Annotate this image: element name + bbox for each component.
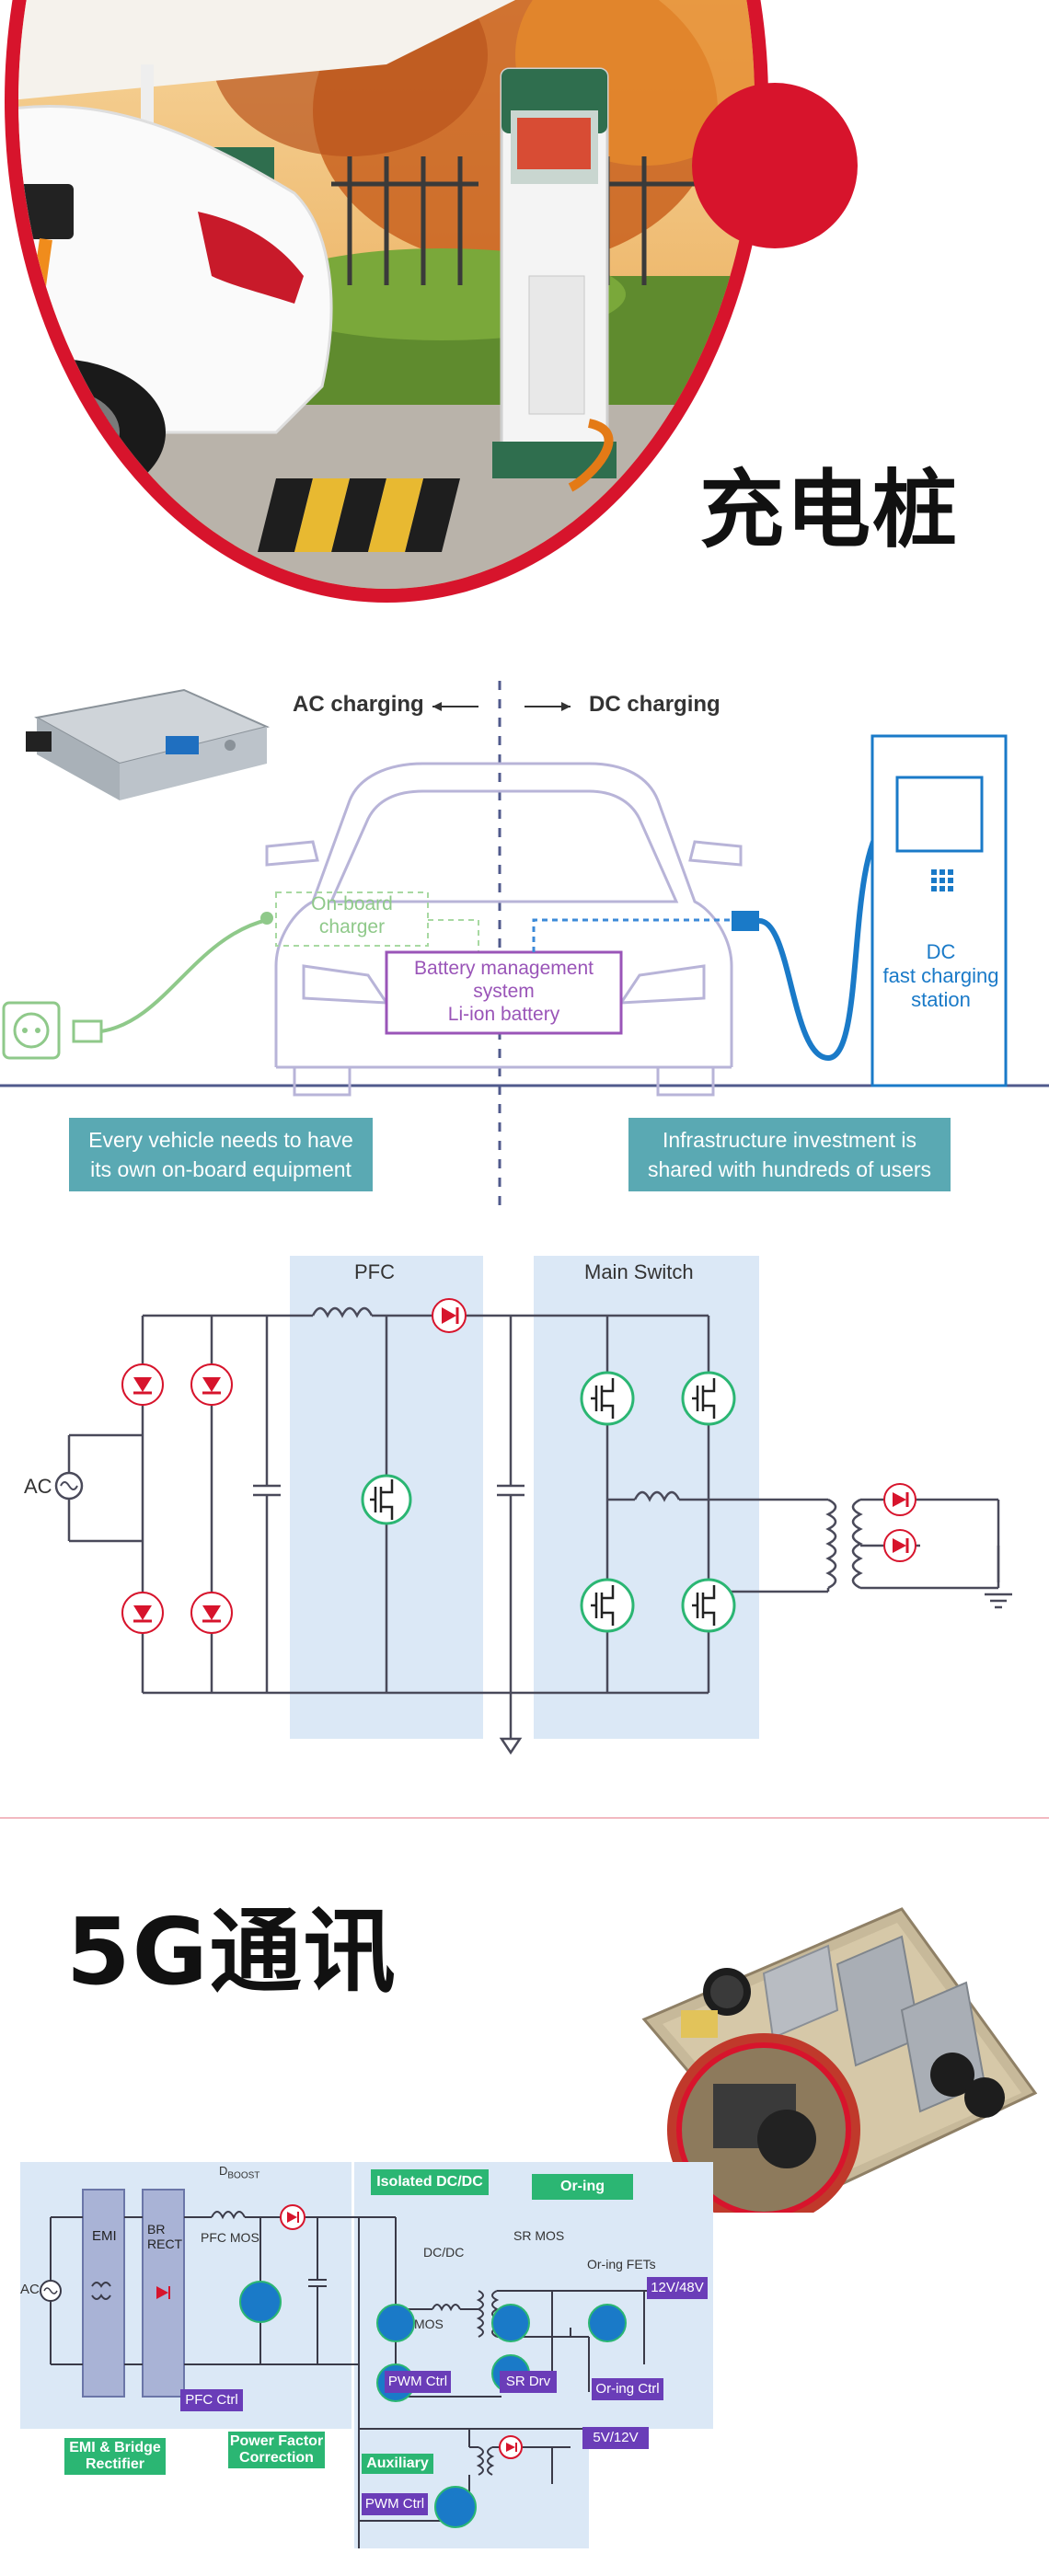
section-divider — [0, 1817, 1049, 1819]
right-note-line-1: Infrastructure investment is — [662, 1128, 917, 1152]
onboard-charger-line-2: charger — [318, 916, 386, 937]
pfc-ctrl-label: PFC Ctrl — [180, 2389, 243, 2411]
main-switch-label: Main Switch — [584, 1260, 694, 1283]
br-rect-line-2: RECT — [147, 2237, 183, 2251]
battery-line-3: Li-ion battery — [447, 1004, 560, 1025]
d-boost-d: D — [219, 2164, 228, 2178]
dc-station-line-2: fast charging — [882, 964, 999, 987]
left-note-line-1: Every vehicle needs to have — [88, 1128, 353, 1152]
power-supply-board-photo — [641, 1907, 1038, 2213]
emi-bridge-label: EMI & Bridge Rectifier — [64, 2438, 166, 2475]
ac-dc-charging-diagram — [0, 681, 1049, 1214]
telecom-power-block-diagram — [20, 2162, 713, 2548]
battery-line-2: system — [473, 981, 535, 1002]
right-note-line-2: shared with hundreds of users — [647, 1157, 932, 1181]
br-rect-line-1: BR — [147, 2222, 166, 2237]
right-note-box: Infrastructure investment is shared with… — [628, 1118, 951, 1191]
sr-drv-label: SR Drv — [500, 2371, 557, 2393]
pwm-ctrl-label: PWM Ctrl — [385, 2371, 451, 2393]
pfc-label: PFC — [354, 1260, 395, 1283]
sr-mos-label: SR MOS — [513, 2228, 565, 2243]
section2-title: 5G通讯 — [66, 1898, 398, 2006]
dc-station-label: DC fast charging station — [874, 940, 1008, 1012]
or-ing-fets-label: Or-ing FETs — [587, 2257, 656, 2271]
onboard-charger-line-1: On-board — [311, 893, 393, 914]
emi-bridge-line-2: Rectifier — [85, 2456, 145, 2472]
isolated-dcdc-label: Isolated DC/DC — [371, 2169, 489, 2195]
section1-title: 充电桩 — [699, 461, 960, 559]
power-factor-line-1: Power Factor — [229, 2433, 324, 2449]
emi-block-label: EMI — [92, 2228, 117, 2244]
bridge-diodes — [121, 1298, 916, 1634]
dcdc-label: DC/DC — [423, 2245, 465, 2260]
d-boost-sub: BOOST — [227, 2170, 260, 2181]
battery-system-label: Battery management system Li-ion battery — [386, 957, 621, 1026]
dc-station-line-3: station — [911, 988, 971, 1011]
pfc-mos-label: PFC MOS — [201, 2230, 259, 2245]
pfc-main-switch-circuit — [54, 1256, 1012, 1755]
ac-source-label: AC — [24, 1475, 52, 1498]
battery-line-1: Battery management — [414, 958, 594, 979]
ac-charging-label: AC charging — [293, 692, 424, 717]
left-note-line-2: its own on-board equipment — [90, 1157, 352, 1181]
emi-bridge-line-1: EMI & Bridge — [69, 2440, 161, 2455]
auxiliary-label: Auxiliary — [362, 2454, 433, 2474]
power-factor-line-2: Correction — [239, 2450, 314, 2466]
main-switch-block — [534, 1256, 759, 1739]
onboard-charger-module-image — [26, 688, 271, 800]
or-ing-label: Or-ing — [532, 2174, 633, 2200]
charging-photo-illustration — [5, 0, 858, 603]
d-boost-label: DBOOST — [219, 2164, 259, 2181]
br-rect-label: BR RECT — [147, 2222, 182, 2251]
or-ing-ctrl-label: Or-ing Ctrl — [592, 2378, 663, 2400]
ac-input-label: AC — [20, 2282, 40, 2297]
mos-label: MOS — [414, 2317, 444, 2331]
dc-station-line-1: DC — [926, 940, 956, 963]
onboard-charger-label: On-board charger — [276, 892, 428, 938]
output-12-48-label: 12V/48V — [647, 2277, 708, 2299]
left-note-box: Every vehicle needs to have its own on-b… — [69, 1118, 373, 1191]
power-factor-label: Power Factor Correction — [228, 2432, 325, 2468]
aux-pwm-ctrl-label: PWM Ctrl — [362, 2493, 428, 2515]
output-5-12-label: 5V/12V — [582, 2427, 649, 2449]
dc-charging-label: DC charging — [589, 692, 720, 717]
